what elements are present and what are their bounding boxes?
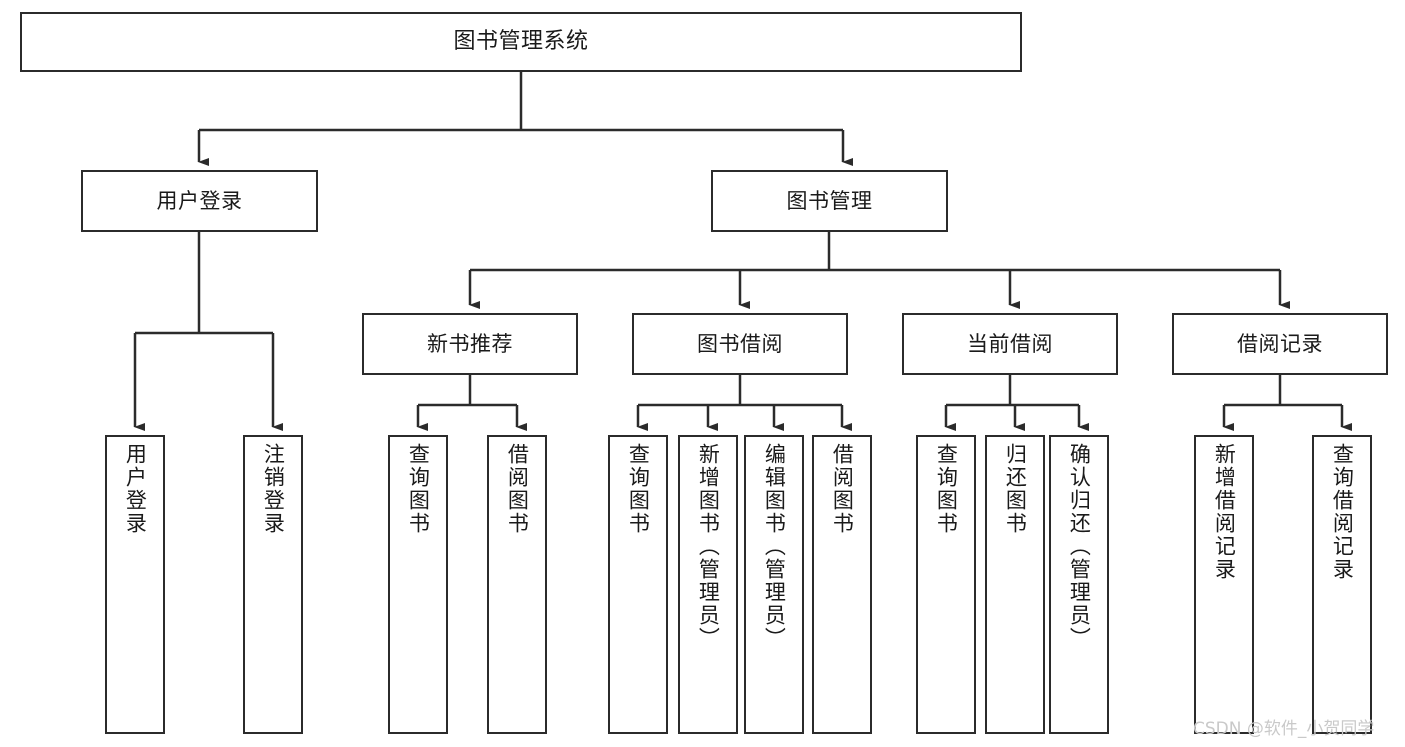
node-borrow-record[interactable]: 借阅记录 xyxy=(1172,313,1388,375)
node-label: 查询图书 xyxy=(934,443,959,535)
leaf-record-add-borrow-record[interactable]: 新增借阅记录 xyxy=(1194,435,1254,734)
node-label: 借阅图书 xyxy=(505,443,530,535)
node-current-borrow[interactable]: 当前借阅 xyxy=(902,313,1118,375)
leaf-borrow-borrow-book[interactable]: 借阅图书 xyxy=(812,435,872,734)
node-book-management[interactable]: 图书管理 xyxy=(711,170,948,232)
node-label: 查询图书 xyxy=(406,443,431,535)
leaf-new-book-query-book[interactable]: 查询图书 xyxy=(388,435,448,734)
node-label: 归还图书 xyxy=(1003,443,1028,535)
node-new-book-recommend[interactable]: 新书推荐 xyxy=(362,313,578,375)
csdn-watermark: CSDN @软件_小贺同学 xyxy=(1193,719,1375,739)
node-label: 图书管理 xyxy=(786,188,873,213)
leaf-user-login-login[interactable]: 用户登录 xyxy=(105,435,165,734)
node-label: 用户登录 xyxy=(156,188,243,213)
leaf-record-query-borrow-record[interactable]: 查询借阅记录 xyxy=(1312,435,1372,734)
node-label: 查询借阅记录 xyxy=(1330,443,1355,581)
node-label: 编辑图书（管理员） xyxy=(762,443,787,650)
node-label: 新增借阅记录 xyxy=(1212,443,1237,581)
leaf-current-query-book[interactable]: 查询图书 xyxy=(916,435,976,734)
node-root-book-management-system[interactable]: 图书管理系统 xyxy=(20,12,1022,72)
leaf-user-login-logout[interactable]: 注销登录 xyxy=(243,435,303,734)
leaf-new-book-borrow-book[interactable]: 借阅图书 xyxy=(487,435,547,734)
node-user-login[interactable]: 用户登录 xyxy=(81,170,318,232)
node-label: 借阅记录 xyxy=(1237,331,1323,356)
node-label: 借阅图书 xyxy=(830,443,855,535)
node-label: 用户登录 xyxy=(123,443,148,535)
leaf-current-confirm-return-admin[interactable]: 确认归还（管理员） xyxy=(1049,435,1109,734)
node-label: 新书推荐 xyxy=(427,331,513,356)
node-label: 图书管理系统 xyxy=(453,29,589,55)
node-label: 图书借阅 xyxy=(697,331,783,356)
leaf-current-return-book[interactable]: 归还图书 xyxy=(985,435,1045,734)
node-label: 查询图书 xyxy=(626,443,651,535)
node-label: 注销登录 xyxy=(261,443,286,535)
leaf-borrow-edit-book-admin[interactable]: 编辑图书（管理员） xyxy=(744,435,804,734)
node-label: 当前借阅 xyxy=(967,331,1053,356)
leaf-borrow-query-book[interactable]: 查询图书 xyxy=(608,435,668,734)
node-book-borrow[interactable]: 图书借阅 xyxy=(632,313,848,375)
node-label: 新增图书（管理员） xyxy=(696,443,721,650)
node-label: 确认归还（管理员） xyxy=(1067,443,1092,650)
leaf-borrow-add-book-admin[interactable]: 新增图书（管理员） xyxy=(678,435,738,734)
